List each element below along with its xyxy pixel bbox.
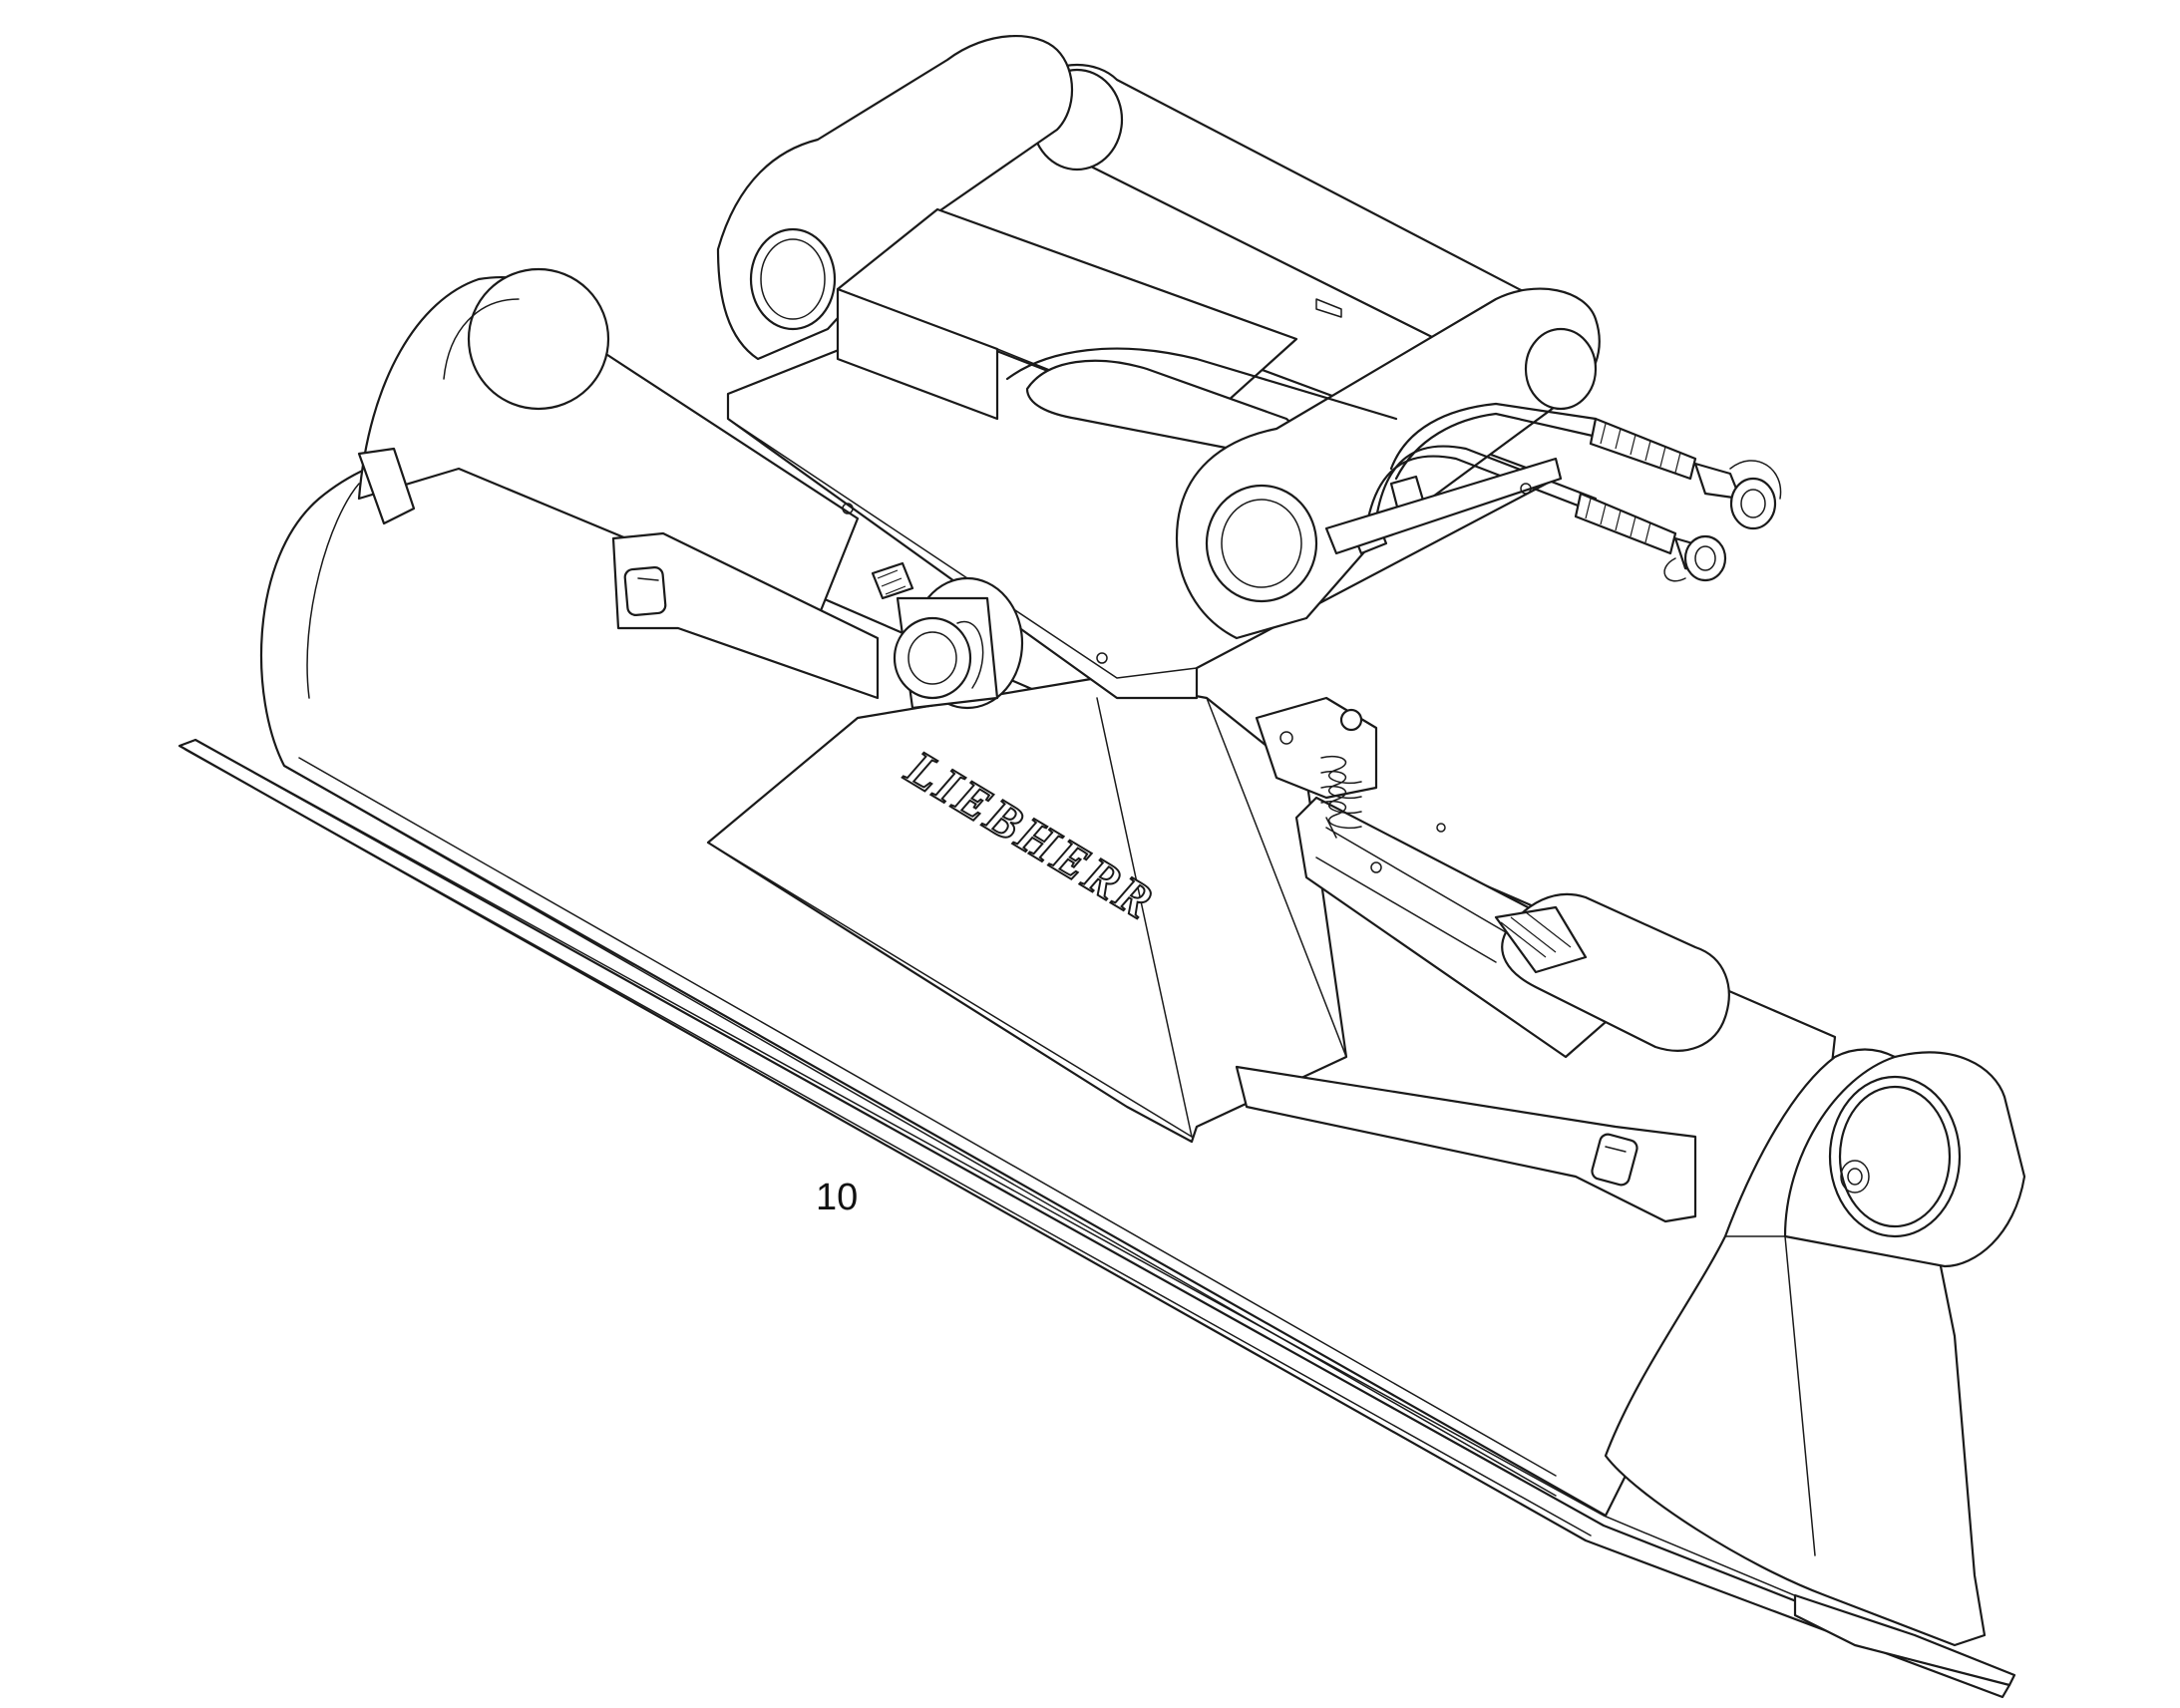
right-end-plate xyxy=(1604,1048,2026,1687)
right-link-arm xyxy=(1235,1065,1697,1223)
spring-valve-assembly xyxy=(1255,696,1378,839)
left-cylinder-tube xyxy=(357,267,860,620)
left-link-arm xyxy=(611,531,880,700)
callout-label-10: 10 xyxy=(816,1177,859,1218)
right-cylinder xyxy=(1294,796,1730,1059)
central-support-frame: LIEBHERR xyxy=(706,676,1348,1144)
coil-spring xyxy=(1320,756,1362,830)
quick-coupler xyxy=(716,35,1601,700)
pivot-pin-assembly xyxy=(871,561,1024,710)
hose-bracket xyxy=(1324,457,1563,555)
